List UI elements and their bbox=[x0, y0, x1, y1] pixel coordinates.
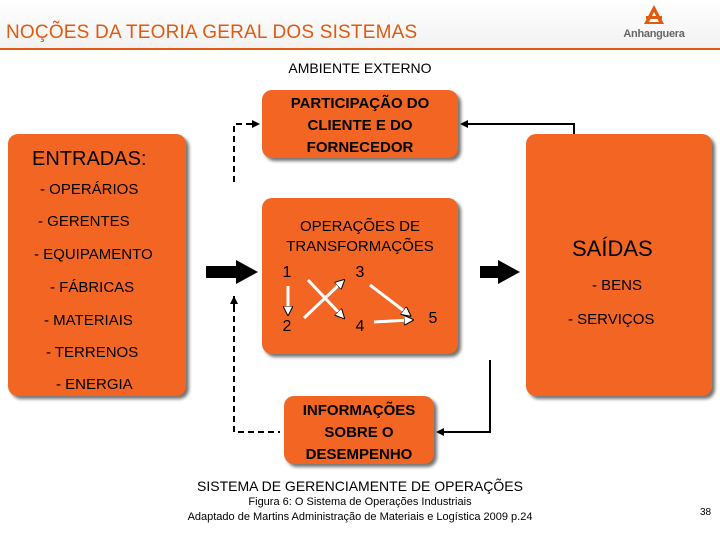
page-number: 38 bbox=[700, 507, 712, 518]
saidas-to-informacoes-arrow bbox=[436, 360, 491, 436]
entradas-item-equipamento: - EQUIPAMENTO bbox=[34, 246, 153, 263]
entradas-item-operarios: - OPERÁRIOS bbox=[40, 181, 139, 198]
operacoes-box bbox=[262, 198, 458, 354]
dashed-loop-top bbox=[233, 120, 260, 182]
saidas-to-participacao-arrow bbox=[460, 120, 575, 134]
operacoes-heading-line-1: OPERAÇÕES DE bbox=[299, 218, 421, 235]
entradas-item-materiais: - MATERIAIS bbox=[44, 312, 133, 329]
node-1: 1 bbox=[282, 264, 292, 281]
informacoes-line-1: INFORMAÇÕES bbox=[302, 402, 416, 419]
participacao-line-2: CLIENTE E DO bbox=[307, 117, 413, 134]
participacao-line-1: PARTICIPAÇÃO DO bbox=[290, 95, 430, 112]
operacoes-heading-line-2: TRANSFORMAÇÕES bbox=[286, 238, 434, 255]
informacoes-line-2: SOBRE O bbox=[324, 424, 394, 441]
anhanguera-logo-icon bbox=[644, 5, 664, 24]
ambiente-externo-label: AMBIENTE EXTERNO bbox=[288, 60, 432, 76]
node-3: 3 bbox=[355, 264, 365, 281]
node-4: 4 bbox=[355, 318, 365, 335]
entradas-box bbox=[8, 134, 186, 396]
dashed-loop-bottom bbox=[230, 296, 280, 433]
entradas-item-energia: - ENERGIA bbox=[56, 376, 133, 393]
slide-title: NOÇÕES DA TEORIA GERAL DOS SISTEMAS bbox=[6, 22, 418, 43]
informacoes-box bbox=[284, 396, 434, 464]
entradas-item-fabricas: - FÁBRICAS bbox=[50, 279, 135, 296]
logo-text: Anhanguera bbox=[623, 28, 685, 40]
sistema-label: SISTEMA DE GERENCIAMENTE DE OPERAÇÕES bbox=[197, 478, 523, 494]
node-2: 2 bbox=[282, 318, 292, 335]
source-caption: Adaptado de Martins Administração de Mat… bbox=[187, 511, 533, 523]
participacao-line-3: FORNECEDOR bbox=[306, 139, 414, 156]
node-flow-arrows bbox=[288, 280, 410, 322]
saidas-heading: SAÍDAS bbox=[572, 236, 653, 261]
operacoes-to-saidas-arrow bbox=[480, 260, 520, 284]
entradas-item-terrenos: - TERRENOS bbox=[46, 344, 139, 361]
node-5: 5 bbox=[428, 310, 438, 327]
entradas-to-operacoes-arrow bbox=[206, 260, 258, 284]
entradas-item-gerentes: - GERENTES bbox=[38, 213, 130, 230]
informacoes-line-3: DESEMPENHO bbox=[305, 446, 413, 463]
header-divider bbox=[0, 48, 720, 50]
slide-header bbox=[0, 0, 720, 48]
saidas-item-servicos: - SERVIÇOS bbox=[568, 311, 655, 328]
entradas-heading: ENTRADAS: bbox=[32, 148, 147, 170]
figure-caption: Figura 6: O Sistema de Operações Industr… bbox=[248, 496, 472, 508]
saidas-item-bens: - BENS bbox=[592, 277, 643, 294]
saidas-box bbox=[526, 134, 712, 396]
participacao-box bbox=[262, 90, 458, 158]
